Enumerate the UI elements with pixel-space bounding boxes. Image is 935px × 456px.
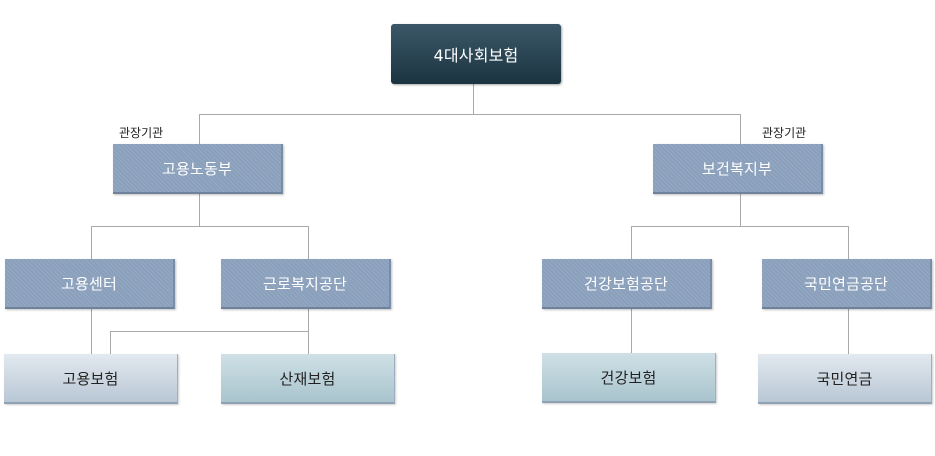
agency-employment-center-label: 고용센터 <box>60 274 117 293</box>
agency-national-pension-node: 국민연금공단 <box>762 259 932 309</box>
left-ministry-caption: 관장기관 <box>119 126 164 140</box>
connector-to-left-agency-1 <box>91 226 92 259</box>
connector-welfare-to-sanjae <box>308 309 309 354</box>
connector-to-right-agency-2 <box>848 226 849 259</box>
connector-goyong-center-to-insurance <box>91 309 92 354</box>
root-node: 4대사회보험 <box>391 24 561 84</box>
ministry-labor-label: 고용노동부 <box>161 159 232 178</box>
root-label: 4대사회보험 <box>433 46 519 65</box>
connector-welfare-to-goyong-bar <box>110 331 308 332</box>
ministry-health-welfare-node: 보건복지부 <box>653 144 823 194</box>
connector-left-ministry-down <box>199 194 200 226</box>
insurance-pension-label: 국민연금 <box>816 369 873 388</box>
agency-national-pension-label: 국민연금공단 <box>803 274 888 293</box>
right-ministry-caption: 관장기관 <box>762 126 807 140</box>
insurance-pension-node: 국민연금 <box>758 354 932 404</box>
agency-health-insurance-node: 건강보험공단 <box>542 259 712 309</box>
connector-pension-agency-to-insurance <box>848 309 849 354</box>
insurance-industrial-accident-label: 산재보험 <box>279 369 336 388</box>
agency-workers-welfare-node: 근로복지공단 <box>221 259 391 309</box>
insurance-industrial-accident-node: 산재보험 <box>221 354 395 404</box>
insurance-health-node: 건강보험 <box>542 353 716 403</box>
connector-right-agencies-bar <box>631 226 848 227</box>
agency-health-insurance-label: 건강보험공단 <box>583 274 668 293</box>
connector-left-agencies-bar <box>91 226 308 227</box>
connector-welfare-to-goyong-drop <box>110 331 111 354</box>
connector-to-right-ministry <box>740 114 741 144</box>
insurance-employment-label: 고용보험 <box>62 369 119 388</box>
agency-workers-welfare-label: 근로복지공단 <box>262 274 347 293</box>
connector-ministries-bar <box>199 114 740 115</box>
insurance-employment-node: 고용보험 <box>4 354 178 404</box>
connector-root-down <box>473 84 474 114</box>
connector-health-agency-to-insurance <box>631 309 632 353</box>
agency-employment-center-node: 고용센터 <box>5 259 175 309</box>
connector-to-left-ministry <box>199 114 200 144</box>
connector-to-right-agency-1 <box>631 226 632 259</box>
connector-right-ministry-down <box>740 194 741 226</box>
insurance-health-label: 건강보험 <box>600 368 657 387</box>
ministry-labor-node: 고용노동부 <box>113 144 283 194</box>
connector-to-left-agency-2 <box>308 226 309 259</box>
ministry-health-welfare-label: 보건복지부 <box>701 159 772 178</box>
